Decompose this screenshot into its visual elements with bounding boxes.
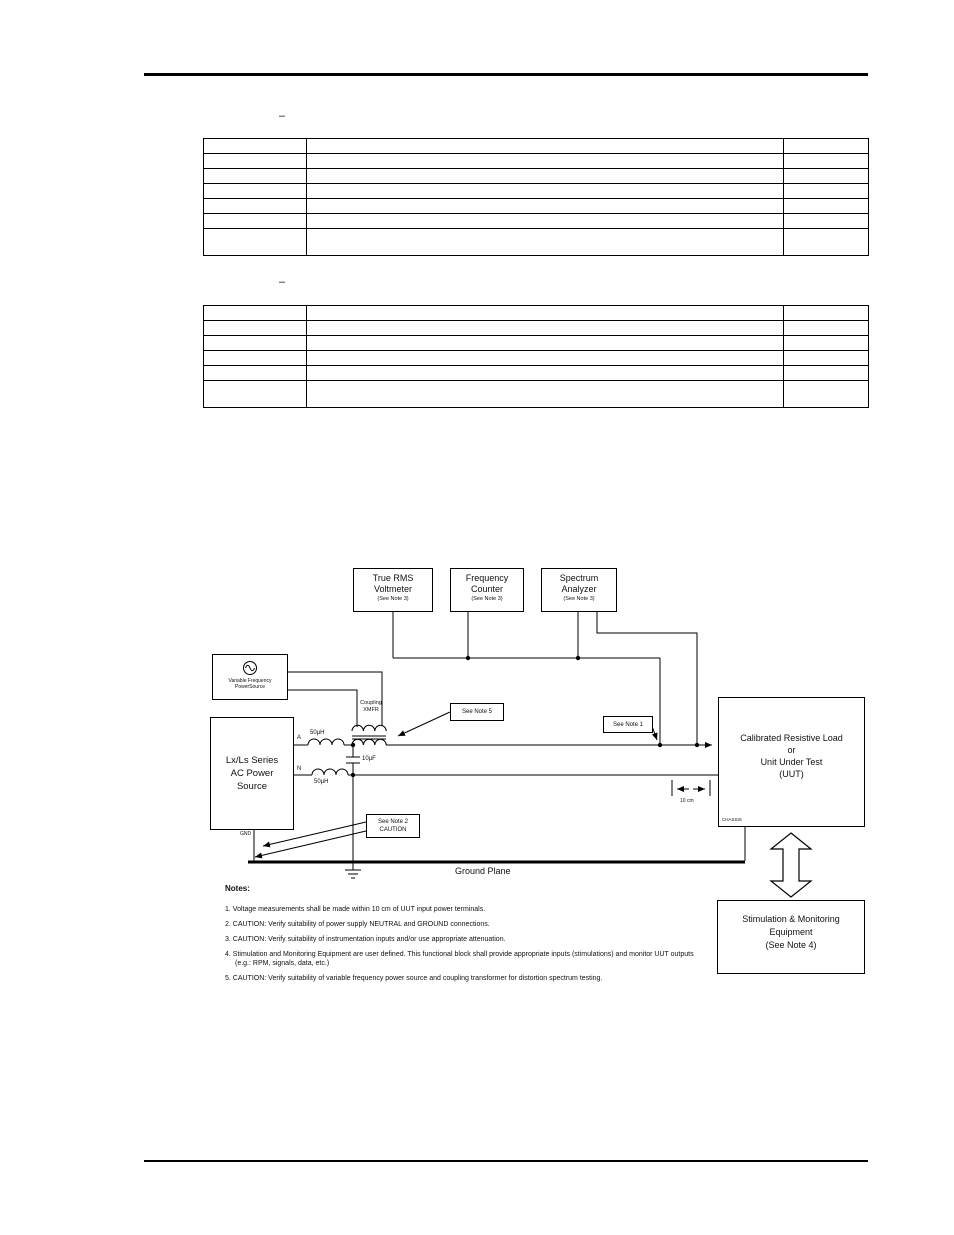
ac-sine-icon [213,660,287,678]
top-rule [144,73,868,76]
table2-caption-dash: – [279,276,286,288]
gnd-label: GND [240,831,252,837]
table-cell [783,380,869,408]
table-cell [203,380,307,408]
notes-section: Notes: 1. Voltage measurements shall be … [225,884,705,989]
table1-caption-dash: – [279,110,286,122]
table-cell [306,380,784,408]
ground-wires [248,827,746,864]
stim-label: Equipment [769,927,813,937]
table-cell [783,228,869,256]
variable-frequency-power-source-box: Variable Frequency PowerSource [212,654,288,700]
callout-arrows [254,711,658,859]
see-note-5-callout: See Note 5 [450,703,504,721]
true-rms-voltmeter-box: True RMS Voltmeter (See Note 3) [353,568,433,612]
instrument-label: True RMS [372,573,414,583]
table-row [203,335,869,351]
chassis-label: CHASSIS [722,817,742,822]
ground-plane-label: Ground Plane [455,866,511,876]
callout-text: See Note 5 [461,709,493,715]
table-1 [203,138,869,256]
uut-label: (UUT) [779,769,804,779]
bottom-rule [144,1160,868,1162]
coupling-xmfr-label: Coupling XMFR [352,700,390,714]
callout-text: See Note 2 [377,819,409,825]
ac-source-label: AC Power [230,768,274,779]
frequency-counter-box: Frequency Counter (See Note 3) [450,568,524,612]
inductor-a-coil [307,738,345,746]
table-2 [203,305,869,408]
inductor-a-label: 50µH [310,730,325,736]
callout-text: CAUTION [379,827,407,833]
ac-source-label: Lx/Ls Series [225,755,279,766]
capacitor-symbol [346,745,360,775]
table-row [203,228,869,256]
stim-label: Stimulation & Monitoring [742,914,840,924]
coupling-xmfr-line: Coupling [360,700,382,706]
vf-source-label: Variable Frequency [228,678,272,684]
instrument-note: (See Note 3) [471,596,503,602]
spectrum-analyzer-box: Spectrum Analyzer (See Note 3) [541,568,617,612]
see-note-2-caution-callout: See Note 2 CAUTION [366,814,420,838]
note-item: 5. CAUTION: Verify suitability of variab… [225,975,603,982]
note-item: 2. CAUTION: Verify suitability of power … [225,921,490,928]
note-item: 1. Voltage measurements shall be made wi… [225,906,486,913]
instrument-label: Frequency [465,573,509,583]
table-row [203,380,869,408]
xmfr-primary-coil [351,724,387,732]
uut-stim-double-arrow [769,832,813,898]
coupling-xmfr-line: XMFR [363,707,379,713]
instrument-note: (See Note 3) [377,596,409,602]
uut-label: Calibrated Resistive Load [740,733,843,743]
note-item: 4. Stimulation and Monitoring Equipment … [225,951,694,967]
instrument-label: Counter [470,584,504,594]
uut-label: or [787,745,796,755]
instrument-label: Analyzer [561,584,597,594]
instrument-note: (See Note 3) [563,596,595,602]
instrument-wires [392,612,698,745]
ground-symbol [345,863,361,879]
callout-text: See Note 1 [612,721,644,728]
uut-box: Calibrated Resistive Load or Unit Under … [718,697,865,827]
table-row [203,213,869,229]
vf-source-wires [288,671,387,740]
vf-source-label: PowerSource [234,684,265,690]
dimension-label: 10 cm [680,798,694,804]
note-item: 3. CAUTION: Verify suitability of instru… [225,936,506,943]
xmfr-core [352,735,386,740]
ac-source-label: Source [236,781,268,792]
dimension-bracket [671,780,711,796]
xmfr-secondary-coil [351,738,387,746]
uut-label: Unit Under Test [760,757,823,767]
terminal-a-label: A [297,735,302,741]
inductor-n-coil [311,768,349,776]
junction-dots [350,655,700,778]
instrument-label: Voltmeter [373,584,413,594]
ac-power-source-box: Lx/Ls Series AC Power Source [210,717,294,830]
notes-heading: Notes: [225,884,250,893]
power-path-wires [294,738,718,879]
capacitor-label: 10µF [362,756,376,762]
stimulation-monitoring-box: Stimulation & Monitoring Equipment (See … [717,900,865,974]
terminal-n-label: N [297,766,302,772]
inductor-n-label: 50µH [314,779,329,785]
see-note-1-callout: See Note 1 [603,716,653,733]
stim-label: (See Note 4) [765,940,817,950]
instrument-label: Spectrum [559,573,599,583]
table-cell [203,228,307,256]
